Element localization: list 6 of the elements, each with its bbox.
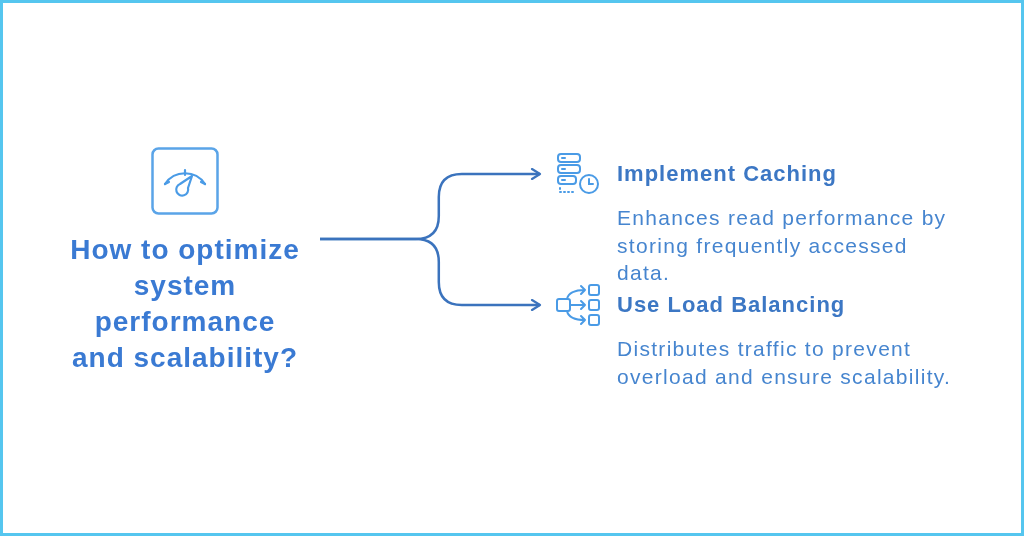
- item-heading: Implement Caching: [617, 160, 837, 188]
- question-text: How to optimize system performance and scalability?: [69, 233, 301, 375]
- arrow: [320, 237, 542, 312]
- item-description: Enhances read performance by storing frequently accessed data.: [617, 205, 948, 286]
- item-heading: Use Load Balancing: [617, 291, 846, 319]
- item-description: Distributes traffic to prevent overload and ensure scalability.: [617, 336, 953, 390]
